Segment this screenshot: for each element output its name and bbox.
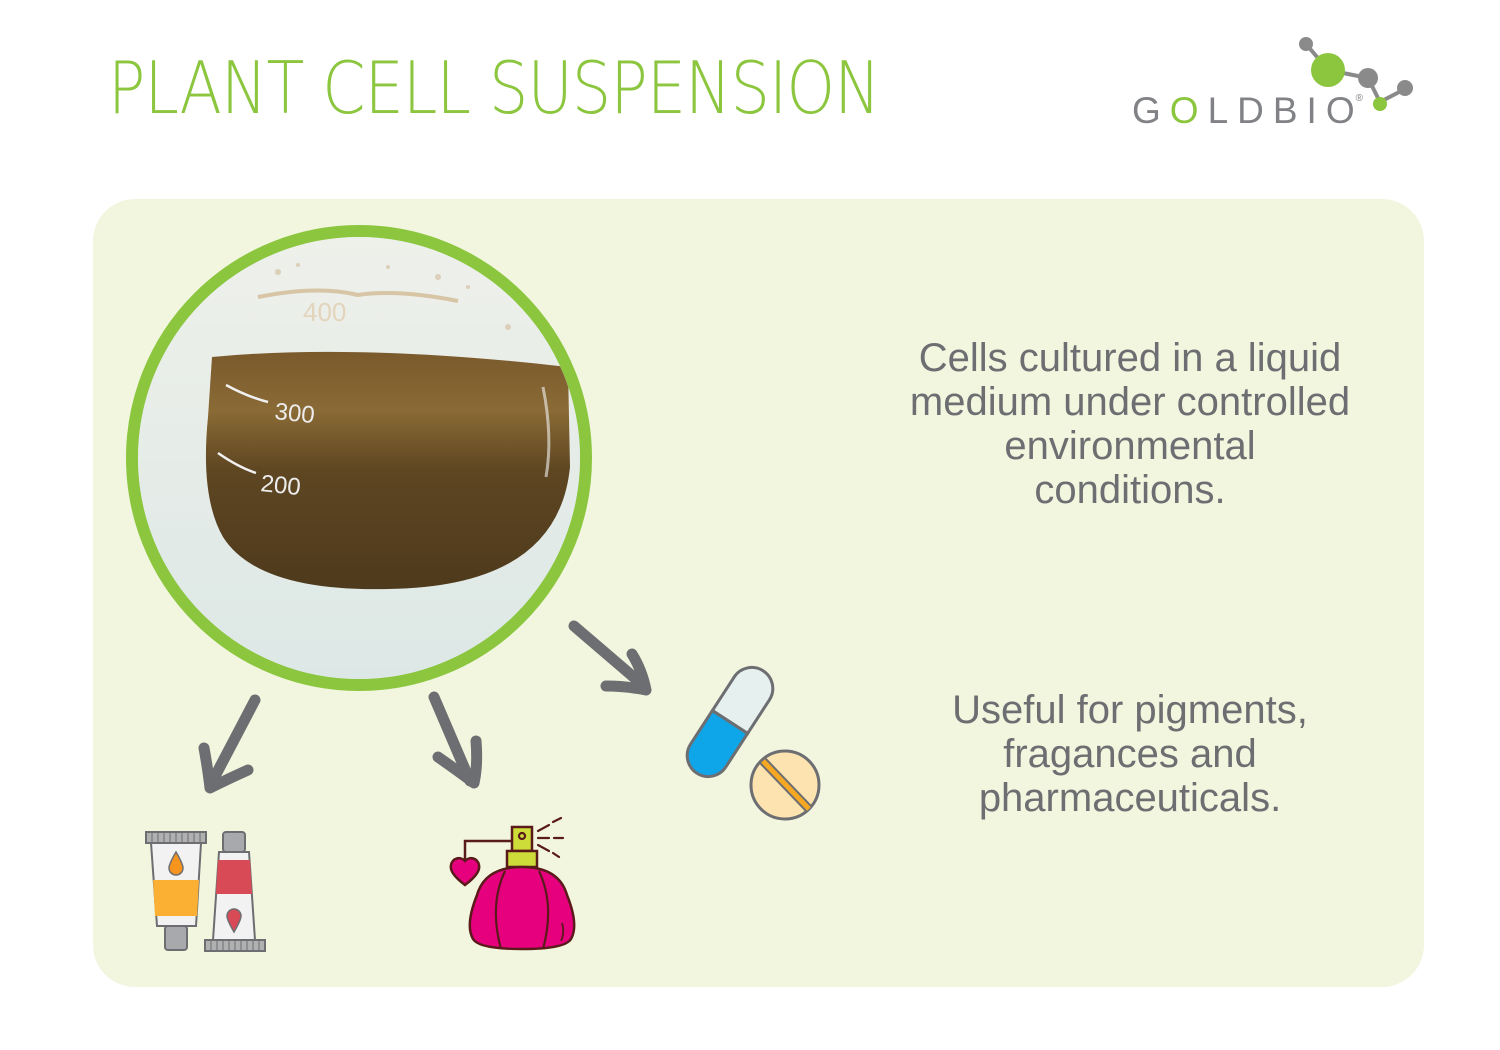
arrow-to-pigments-icon bbox=[198, 694, 261, 794]
flask-photo: 400 300 200 bbox=[126, 225, 592, 691]
graduation-400: 400 bbox=[303, 297, 346, 327]
description-uses: Useful for pigments, fragances and pharm… bbox=[952, 688, 1308, 820]
perfume-bottle-icon bbox=[449, 816, 576, 951]
graduation-200: 200 bbox=[259, 470, 302, 501]
graduation-300: 300 bbox=[273, 398, 316, 429]
arrow-to-fragrances-icon bbox=[428, 691, 483, 789]
arrow-to-pharmaceuticals-icon bbox=[568, 620, 652, 696]
molecule-icon bbox=[1299, 37, 1413, 111]
goldbio-logo: GOLDBIO® bbox=[1128, 34, 1418, 134]
pills-icon bbox=[685, 665, 821, 821]
description-culture: Cells cultured in a liquid medium under … bbox=[909, 336, 1351, 512]
page-title: PLANT CELL SUSPENSION bbox=[108, 46, 881, 130]
logo-wordmark: GOLDBIO® bbox=[1132, 90, 1364, 131]
paint-tubes-icon bbox=[145, 831, 266, 952]
